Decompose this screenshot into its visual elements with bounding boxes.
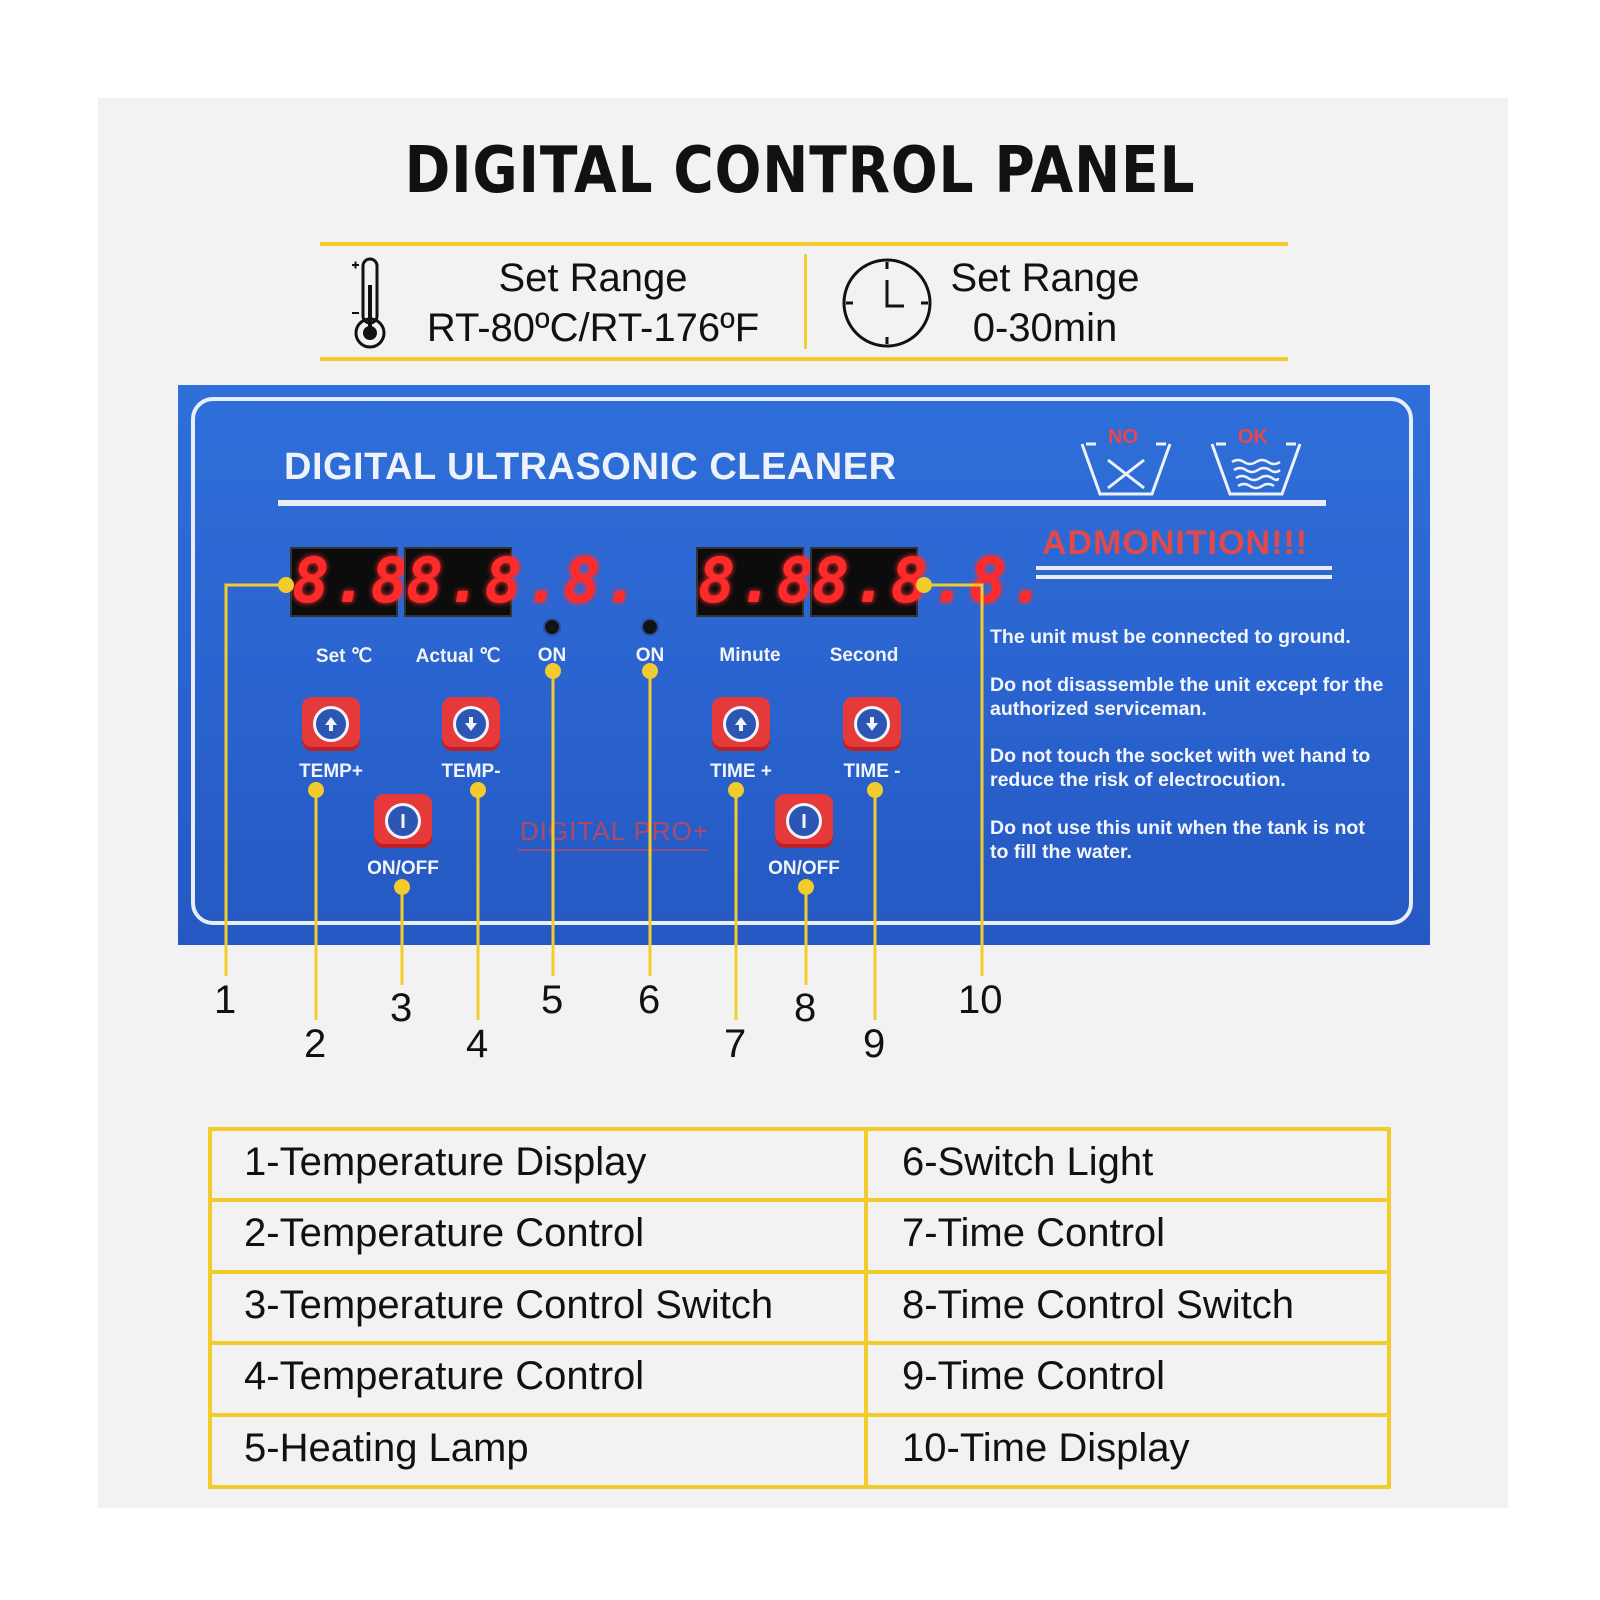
down-arrow-icon	[854, 706, 890, 742]
callout-marker-7	[728, 782, 744, 798]
temp-onoff-label: ON/OFF	[367, 858, 439, 879]
switch-on-label: ON	[635, 645, 665, 666]
time-onoff-label: ON/OFF	[768, 858, 840, 879]
callout-marker-8	[798, 879, 814, 895]
admonition-underline-1	[1036, 566, 1332, 570]
callout-marker-3	[394, 879, 410, 895]
header-divider	[804, 254, 807, 349]
callout-number-9: 9	[863, 1022, 886, 1066]
thermometer-icon	[350, 255, 390, 356]
legend-item-1: 1-Temperature Display	[244, 1140, 647, 1184]
callout-number-1: 1	[214, 978, 237, 1022]
legend-item-3: 3-Temperature Control Switch	[244, 1283, 774, 1327]
temp-minus-label: TEMP-	[441, 761, 501, 782]
warning-3: Do not touch the socket with wet hand to…	[990, 745, 1371, 791]
header-top-rule	[320, 242, 1288, 246]
legend-row-divider-2	[208, 1270, 1391, 1274]
callout-marker-4	[470, 782, 486, 798]
callout-marker-9	[867, 782, 883, 798]
legend-row-divider-1	[208, 1198, 1391, 1202]
legend-row-divider-3	[208, 1341, 1391, 1345]
panel-brand-title: DIGITAL ULTRASONIC CLEANER	[284, 446, 897, 488]
switch-light-led	[643, 620, 657, 634]
panel-watermark: DIGITAL PRO+	[520, 816, 709, 846]
actual-temp-label: Actual ℃	[415, 646, 501, 667]
page-title: DIGITAL CONTROL PANEL	[404, 134, 1196, 208]
panel-border	[191, 397, 1413, 925]
watermark-underline	[518, 849, 708, 851]
control-panel	[178, 385, 1430, 945]
callout-marker-10	[916, 577, 932, 593]
callout-marker-5	[545, 663, 561, 679]
temp-plus-button[interactable]	[302, 697, 360, 751]
callout-number-10: 10	[958, 978, 1003, 1022]
legend-item-6: 6-Switch Light	[902, 1140, 1154, 1184]
callout-line-1	[224, 583, 286, 976]
tank-full-ok-icon	[1208, 432, 1304, 503]
callout-number-7: 7	[724, 1022, 747, 1066]
warning-4: Do not use this unit when the tank is no…	[990, 817, 1365, 863]
clock-icon	[840, 256, 934, 355]
tank-ok-label: OK	[1238, 426, 1268, 448]
warning-2: Do not disassemble the unit except for t…	[990, 674, 1384, 720]
warning-1: The unit must be connected to ground.	[990, 626, 1351, 648]
up-arrow-icon	[723, 706, 759, 742]
time-range-label: Set Range	[950, 256, 1140, 300]
tank-empty-no-icon	[1078, 432, 1174, 503]
temp-onoff-button[interactable]	[374, 794, 432, 848]
second-label: Second	[829, 645, 899, 666]
power-icon	[385, 803, 421, 839]
temp-range-label: Set Range	[498, 256, 688, 300]
legend-table	[208, 1127, 1391, 1489]
callout-number-3: 3	[390, 986, 413, 1030]
callout-number-8: 8	[794, 986, 817, 1030]
legend-item-4: 4-Temperature Control	[244, 1354, 645, 1398]
heating-lamp-led	[545, 620, 559, 634]
legend-column-divider	[864, 1127, 868, 1489]
power-icon	[786, 803, 822, 839]
time-plus-label: TIME +	[710, 761, 772, 782]
legend-item-2: 2-Temperature Control	[244, 1211, 645, 1255]
up-arrow-icon	[313, 706, 349, 742]
callout-line-10	[924, 583, 984, 976]
legend-row-divider-4	[208, 1413, 1391, 1417]
time-plus-button[interactable]	[712, 697, 770, 751]
callout-marker-2	[308, 782, 324, 798]
callout-marker-1	[278, 577, 294, 593]
callout-number-2: 2	[304, 1022, 327, 1066]
down-arrow-icon	[453, 706, 489, 742]
legend-item-8: 8-Time Control Switch	[902, 1283, 1294, 1327]
legend-item-10: 10-Time Display	[902, 1426, 1190, 1470]
minute-label: Minute	[719, 645, 781, 666]
temp-range-value: RT-80ºC/RT-176ºF	[426, 306, 760, 350]
panel-brand-underline	[278, 500, 1326, 506]
time-range-value: 0-30min	[972, 306, 1118, 350]
admonition-underline-2	[1036, 575, 1332, 579]
legend-item-5: 5-Heating Lamp	[244, 1426, 529, 1470]
callout-marker-6	[642, 663, 658, 679]
heating-on-label: ON	[537, 645, 567, 666]
callout-lines	[224, 583, 984, 1020]
callout-number-5: 5	[541, 978, 564, 1022]
set-temp-label: Set ℃	[315, 646, 373, 667]
callout-number-6: 6	[638, 978, 661, 1022]
temp-minus-button[interactable]	[442, 697, 500, 751]
tank-no-label: NO	[1108, 426, 1138, 448]
legend-item-7: 7-Time Control	[902, 1211, 1166, 1255]
time-onoff-button[interactable]	[775, 794, 833, 848]
temp-plus-label: TEMP+	[299, 761, 363, 782]
callout-number-4: 4	[466, 1022, 489, 1066]
time-minus-label: TIME -	[843, 761, 901, 782]
time-minus-button[interactable]	[843, 697, 901, 751]
header-bottom-rule	[320, 357, 1288, 361]
admonition-title: ADMONITION!!!	[1042, 524, 1309, 562]
legend-item-9: 9-Time Control	[902, 1354, 1166, 1398]
